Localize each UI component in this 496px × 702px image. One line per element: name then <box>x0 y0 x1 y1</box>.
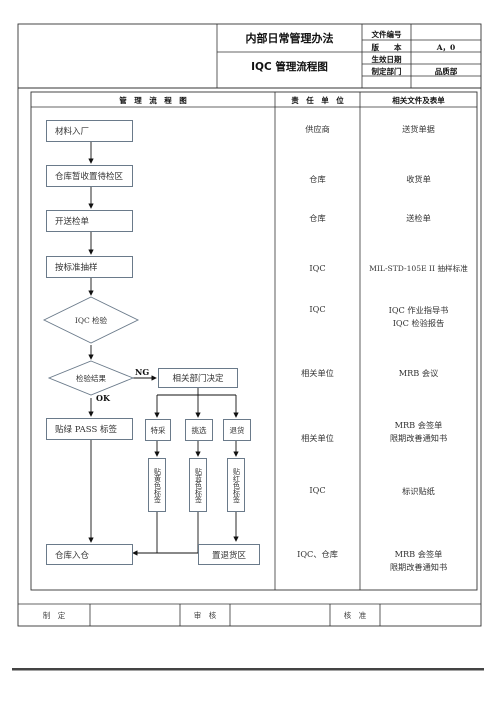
resp-6: 相关单位 <box>301 368 334 378</box>
resp-7: 相关单位 <box>301 433 334 443</box>
doc-9: 限期改善通知书 <box>389 433 448 443</box>
step-pass-label: 贴绿 PASS 标签 <box>46 418 133 440</box>
step-result: 检验结果 <box>76 374 106 383</box>
resp-5: IQC <box>309 304 326 314</box>
label-yellow: 贴黄色标签 <box>148 458 166 512</box>
step-return-area: 置退货区 <box>198 544 260 565</box>
meta-label-department: 制定部门 <box>371 67 402 76</box>
step-warehouse-in: 仓库入仓 <box>46 544 133 565</box>
meta-value-version: A，0 <box>436 43 456 52</box>
option-special-accept: 特采 <box>145 419 171 441</box>
ok-label: OK <box>96 393 110 403</box>
resp-1: 供应商 <box>305 124 330 134</box>
resp-8: IQC <box>309 485 326 495</box>
label-blue: 贴蓝色标签 <box>189 458 207 512</box>
step-send-inspection: 开送检单 <box>46 210 133 232</box>
footer-reviewed: 审 核 <box>193 611 217 620</box>
doc-2: 收货单 <box>406 174 431 184</box>
step-iqc-inspect: IQC 检验 <box>74 316 108 325</box>
doc-11: MRB 会签单 <box>394 549 443 559</box>
step-sampling: 按标准抽样 <box>46 256 133 278</box>
document-title: IQC 管理流程图 <box>251 61 328 73</box>
doc-8: MRB 会签单 <box>394 420 443 430</box>
doc-5: IQC 作业指导书 <box>388 305 449 315</box>
doc-1: 送货单据 <box>402 124 435 134</box>
label-yellow-text: 贴黄色标签 <box>153 467 162 503</box>
doc-12: 限期改善通知书 <box>389 562 448 572</box>
header-responsibility: 责 任 单 位 <box>291 96 344 105</box>
meta-label-doc-no: 文件编号 <box>371 30 402 39</box>
option-return: 退货 <box>223 419 251 441</box>
doc-6: IQC 检验报告 <box>392 318 445 328</box>
step-warehouse-temp: 仓库暂收置待检区 <box>46 165 133 187</box>
doc-7: MRB 会议 <box>398 368 439 378</box>
label-blue-text: 贴蓝色标签 <box>194 467 203 503</box>
resp-9: IQC、仓库 <box>297 549 338 559</box>
label-red-text: 贴红色标签 <box>232 467 241 503</box>
doc-10: 标识贴纸 <box>402 486 435 496</box>
step-material-in: 材料入厂 <box>46 120 133 142</box>
footer-prepared: 制 定 <box>42 611 66 620</box>
resp-2: 仓库 <box>309 174 326 184</box>
doc-4: MIL-STD-105E II 抽样标准 <box>369 264 468 273</box>
meta-value-department: 品质部 <box>434 67 458 76</box>
label-red: 贴红色标签 <box>227 458 245 512</box>
company-title: 内部日常管理办法 <box>245 32 334 45</box>
resp-3: 仓库 <box>309 213 326 223</box>
meta-label-effective-date: 生效日期 <box>371 55 402 64</box>
meta-label-version: 版 本 <box>371 43 402 52</box>
doc-3: 送检单 <box>406 213 431 223</box>
ng-label: NG <box>135 367 150 377</box>
option-sorting: 挑选 <box>185 419 213 441</box>
resp-4: IQC <box>309 263 326 273</box>
footer-approved: 核 准 <box>343 611 367 620</box>
header-flow: 管 理 流 程 图 <box>119 96 187 105</box>
step-dept-decision: 相关部门决定 <box>158 368 238 388</box>
header-documents: 相关文件及表单 <box>392 96 445 105</box>
